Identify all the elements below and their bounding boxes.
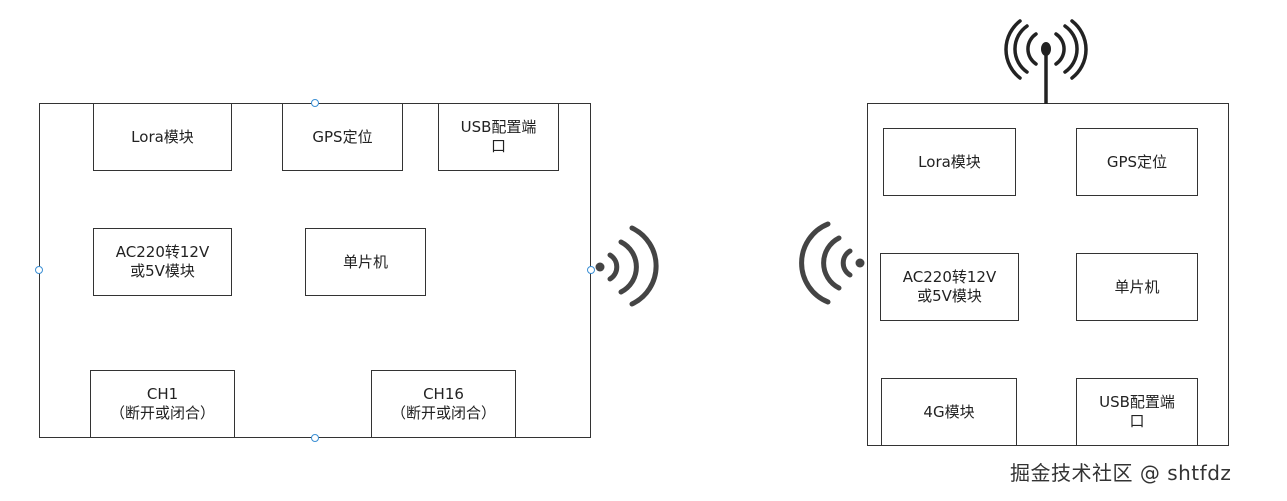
- left-gps-module: GPS定位: [282, 103, 403, 171]
- right-power-module: AC220转12V 或5V模块: [880, 253, 1019, 321]
- left-ch16-relay: CH16 （断开或闭合）: [371, 370, 516, 438]
- right-usb-port-module: USB配置端 口: [1076, 378, 1198, 446]
- left-lora-module: Lora模块: [93, 103, 232, 171]
- wifi-signal-icon: [799, 221, 865, 305]
- right-gps-module: GPS定位: [1076, 128, 1198, 196]
- selection-handle-top[interactable]: [311, 99, 319, 107]
- left-ch1-relay: CH1 （断开或闭合）: [90, 370, 235, 438]
- wifi-signal-icon: [595, 225, 659, 307]
- selection-handle-left[interactable]: [35, 266, 43, 274]
- antenna-icon: [1004, 19, 1088, 104]
- left-usb-port-module: USB配置端 口: [438, 103, 559, 171]
- right-lora-module: Lora模块: [883, 128, 1016, 196]
- left-power-module: AC220转12V 或5V模块: [93, 228, 232, 296]
- right-mcu-module: 单片机: [1076, 253, 1198, 321]
- left-mcu-module: 单片机: [305, 228, 426, 296]
- selection-handle-right[interactable]: [587, 266, 595, 274]
- right-4g-module: 4G模块: [881, 378, 1017, 446]
- watermark: 掘金技术社区 @ shtfdz: [1010, 461, 1232, 485]
- selection-handle-bottom[interactable]: [311, 434, 319, 442]
